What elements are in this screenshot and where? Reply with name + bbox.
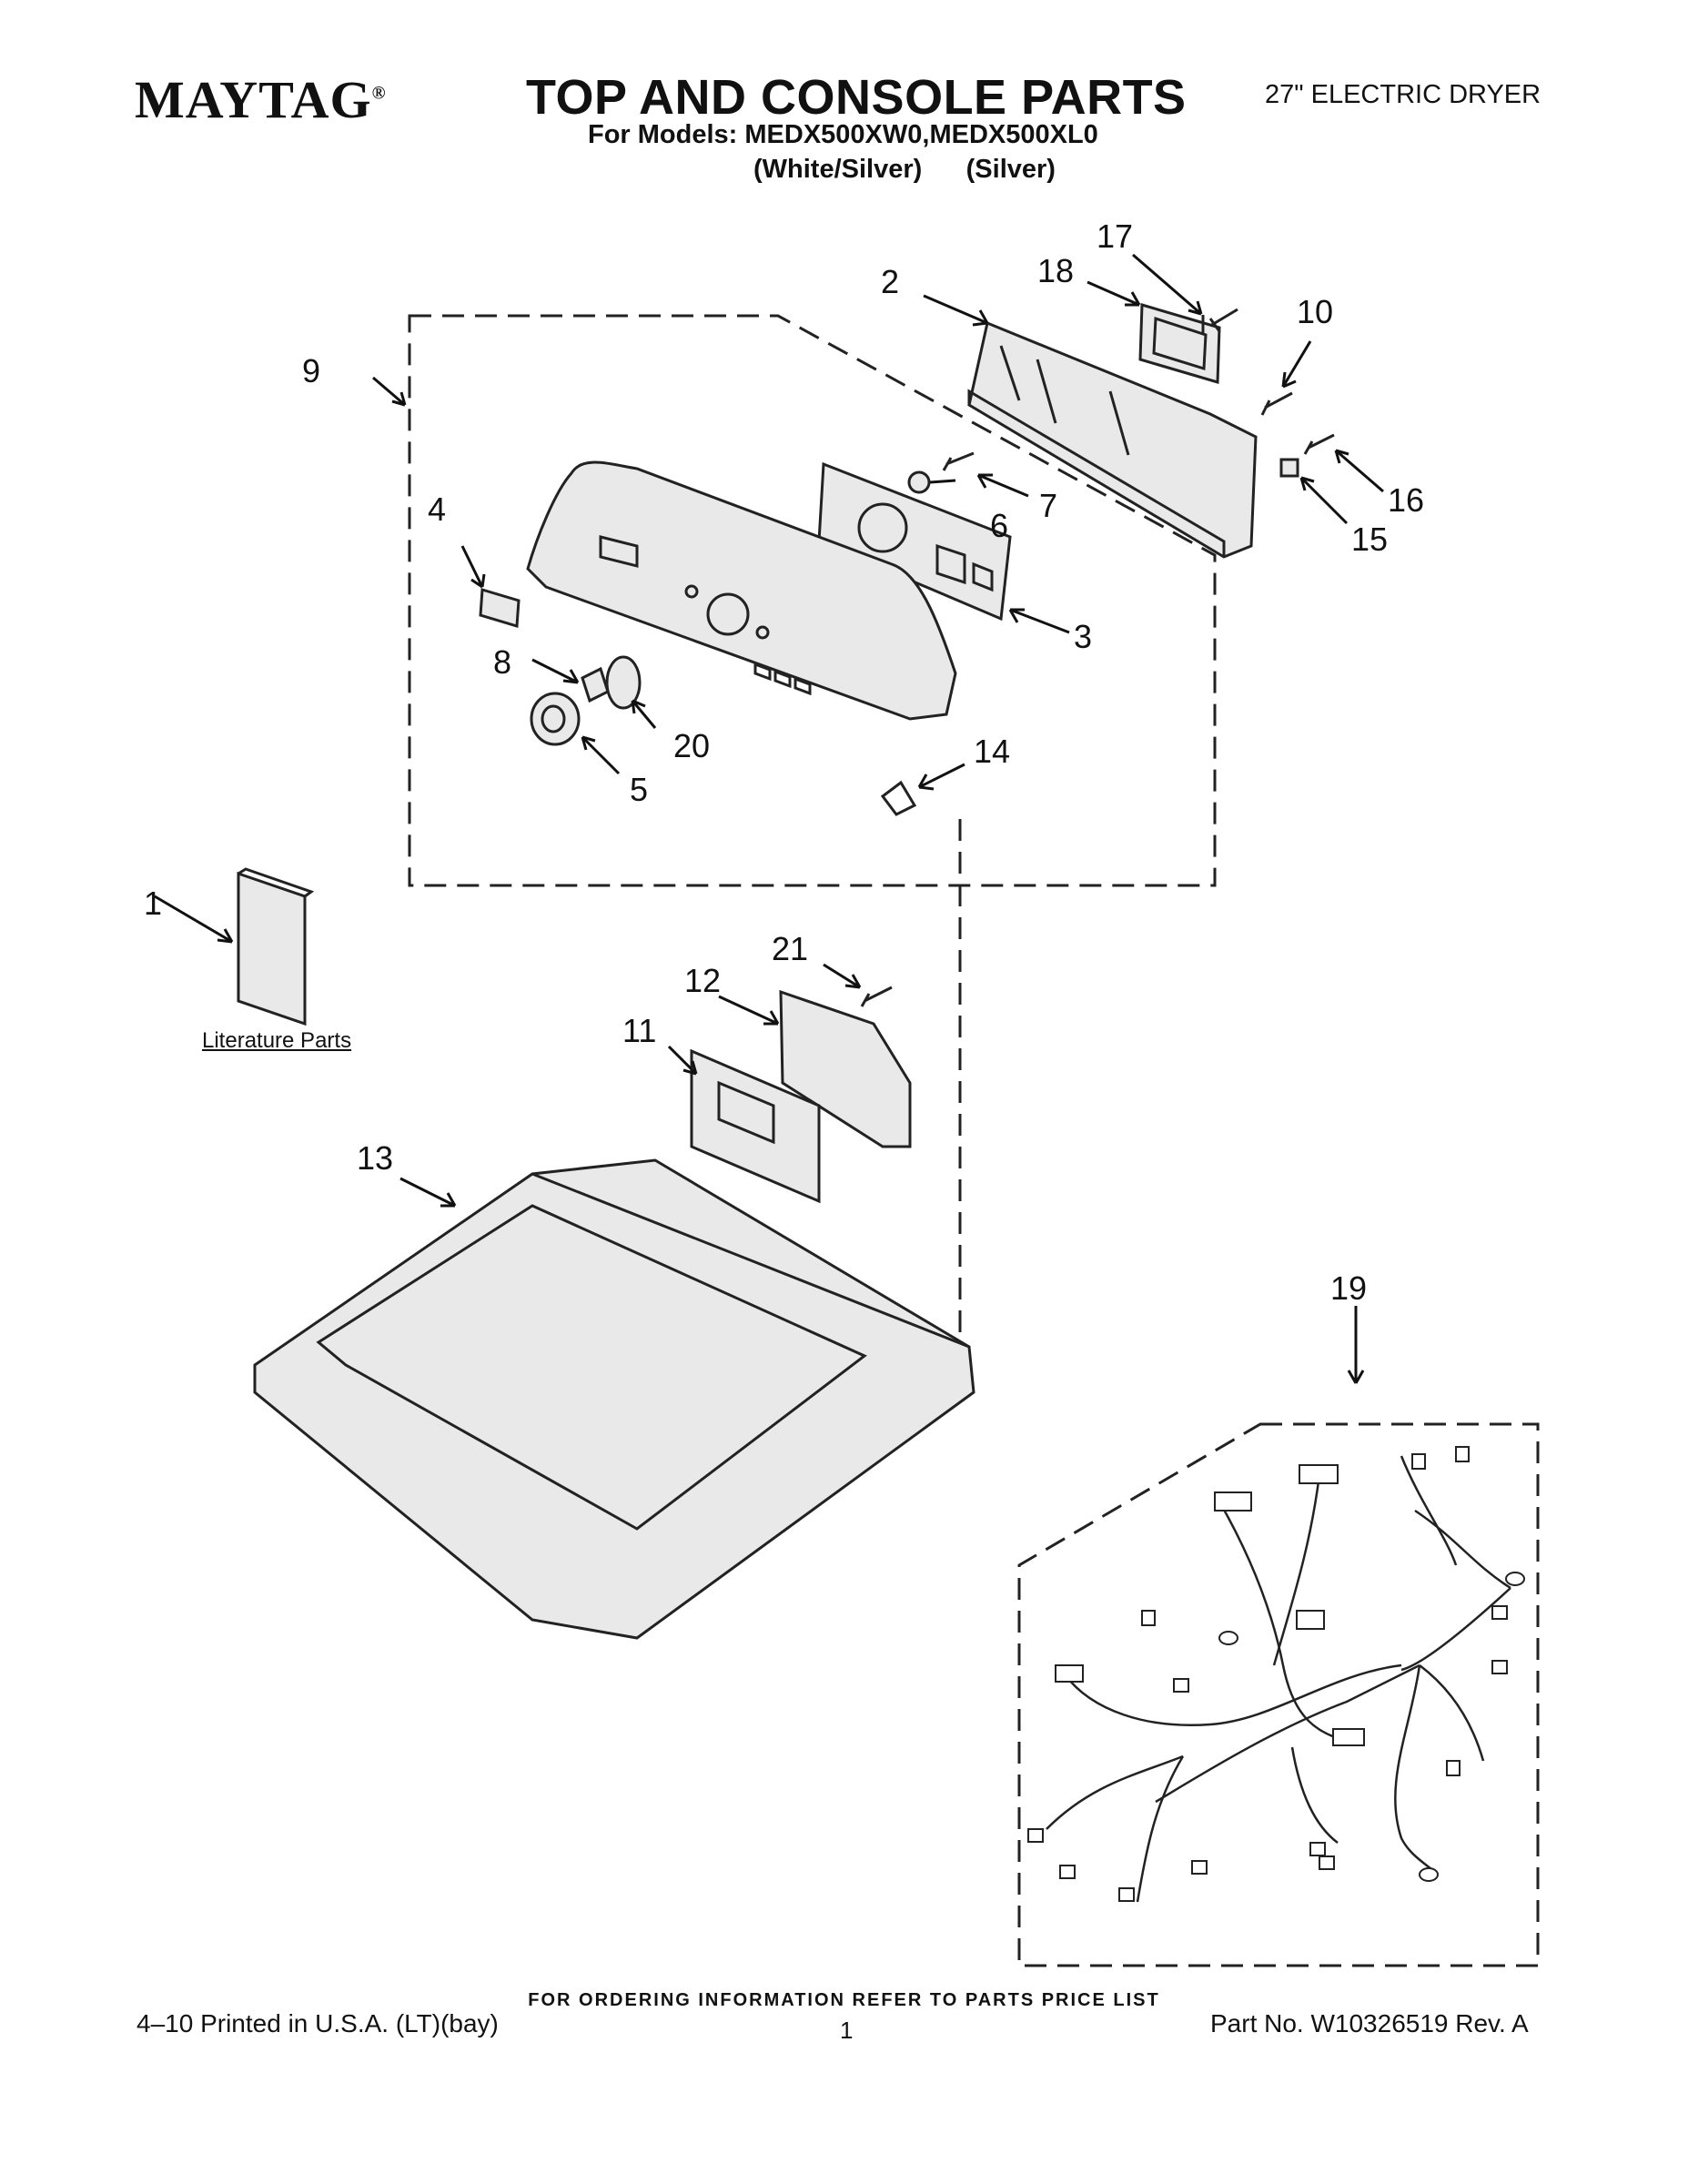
wire-harness-part [1027, 1446, 1525, 1903]
top-panel-part [253, 1158, 975, 1640]
user-interface-board-part [817, 461, 1012, 622]
callout-16: 16 [1388, 481, 1424, 519]
brand-logo: MAYTAG® [135, 70, 387, 129]
console-back-panel-part [967, 320, 1258, 559]
callout-18: 18 [1037, 252, 1074, 289]
page-number: 1 [840, 2017, 854, 2044]
callout-10: 10 [1297, 293, 1333, 330]
callout-15: 15 [1351, 521, 1388, 558]
product-type: 27" ELECTRIC DRYER [1265, 80, 1541, 109]
callout-6: 6 [990, 507, 1008, 544]
callout-12: 12 [684, 962, 721, 999]
wire-clip-part [880, 780, 917, 816]
callout-11: 11 [622, 1012, 656, 1049]
callout-leader-lines [154, 253, 1384, 1384]
screw-parts [860, 308, 1335, 1007]
callout-1: 1 [144, 885, 162, 922]
callout-13: 13 [357, 1139, 393, 1177]
bracket-part [1138, 303, 1221, 384]
callout-8: 8 [493, 643, 511, 681]
callout-7: 7 [1039, 487, 1057, 524]
part-number: Part No. W10326519 Rev. A [1210, 2009, 1529, 2037]
callout-17: 17 [1097, 217, 1133, 255]
callout-14: 14 [974, 733, 1010, 770]
ordering-note: FOR ORDERING INFORMATION REFER TO PARTS … [528, 1990, 1160, 2010]
callout-9: 9 [302, 352, 320, 389]
model-numbers: For Models: MEDX500XW0,MEDX500XL0 [588, 120, 1098, 149]
model-variants: (White/Silver) (Silver) [753, 155, 1056, 184]
console-part [526, 460, 957, 721]
callout-3: 3 [1074, 618, 1092, 655]
callout-4: 4 [428, 490, 446, 528]
clip-part [1279, 458, 1299, 478]
print-info: 4–10 Printed in U.S.A. (LT)(bay) [136, 2009, 499, 2037]
callout-numbers: 1 2 3 4 5 6 7 8 9 10 11 12 13 14 15 16 1… [144, 217, 1424, 1307]
control-board-part [690, 1048, 821, 1204]
callout-20: 20 [673, 727, 710, 764]
literature-booklet-part [237, 867, 315, 1026]
callout-2: 2 [881, 263, 899, 300]
page-title: TOP AND CONSOLE PARTS [526, 70, 1187, 125]
knob-assembly-part [530, 655, 642, 746]
display-lens-part [479, 588, 521, 628]
harness-group-outline [1017, 1422, 1540, 1967]
callout-19: 19 [1330, 1269, 1367, 1307]
callout-5: 5 [630, 771, 648, 808]
shaft-part [907, 470, 931, 494]
mounting-plate-part [779, 989, 912, 1148]
console-group-outline [408, 314, 1217, 887]
literature-parts-label: Literature Parts [202, 1028, 352, 1053]
callout-21: 21 [772, 930, 808, 967]
